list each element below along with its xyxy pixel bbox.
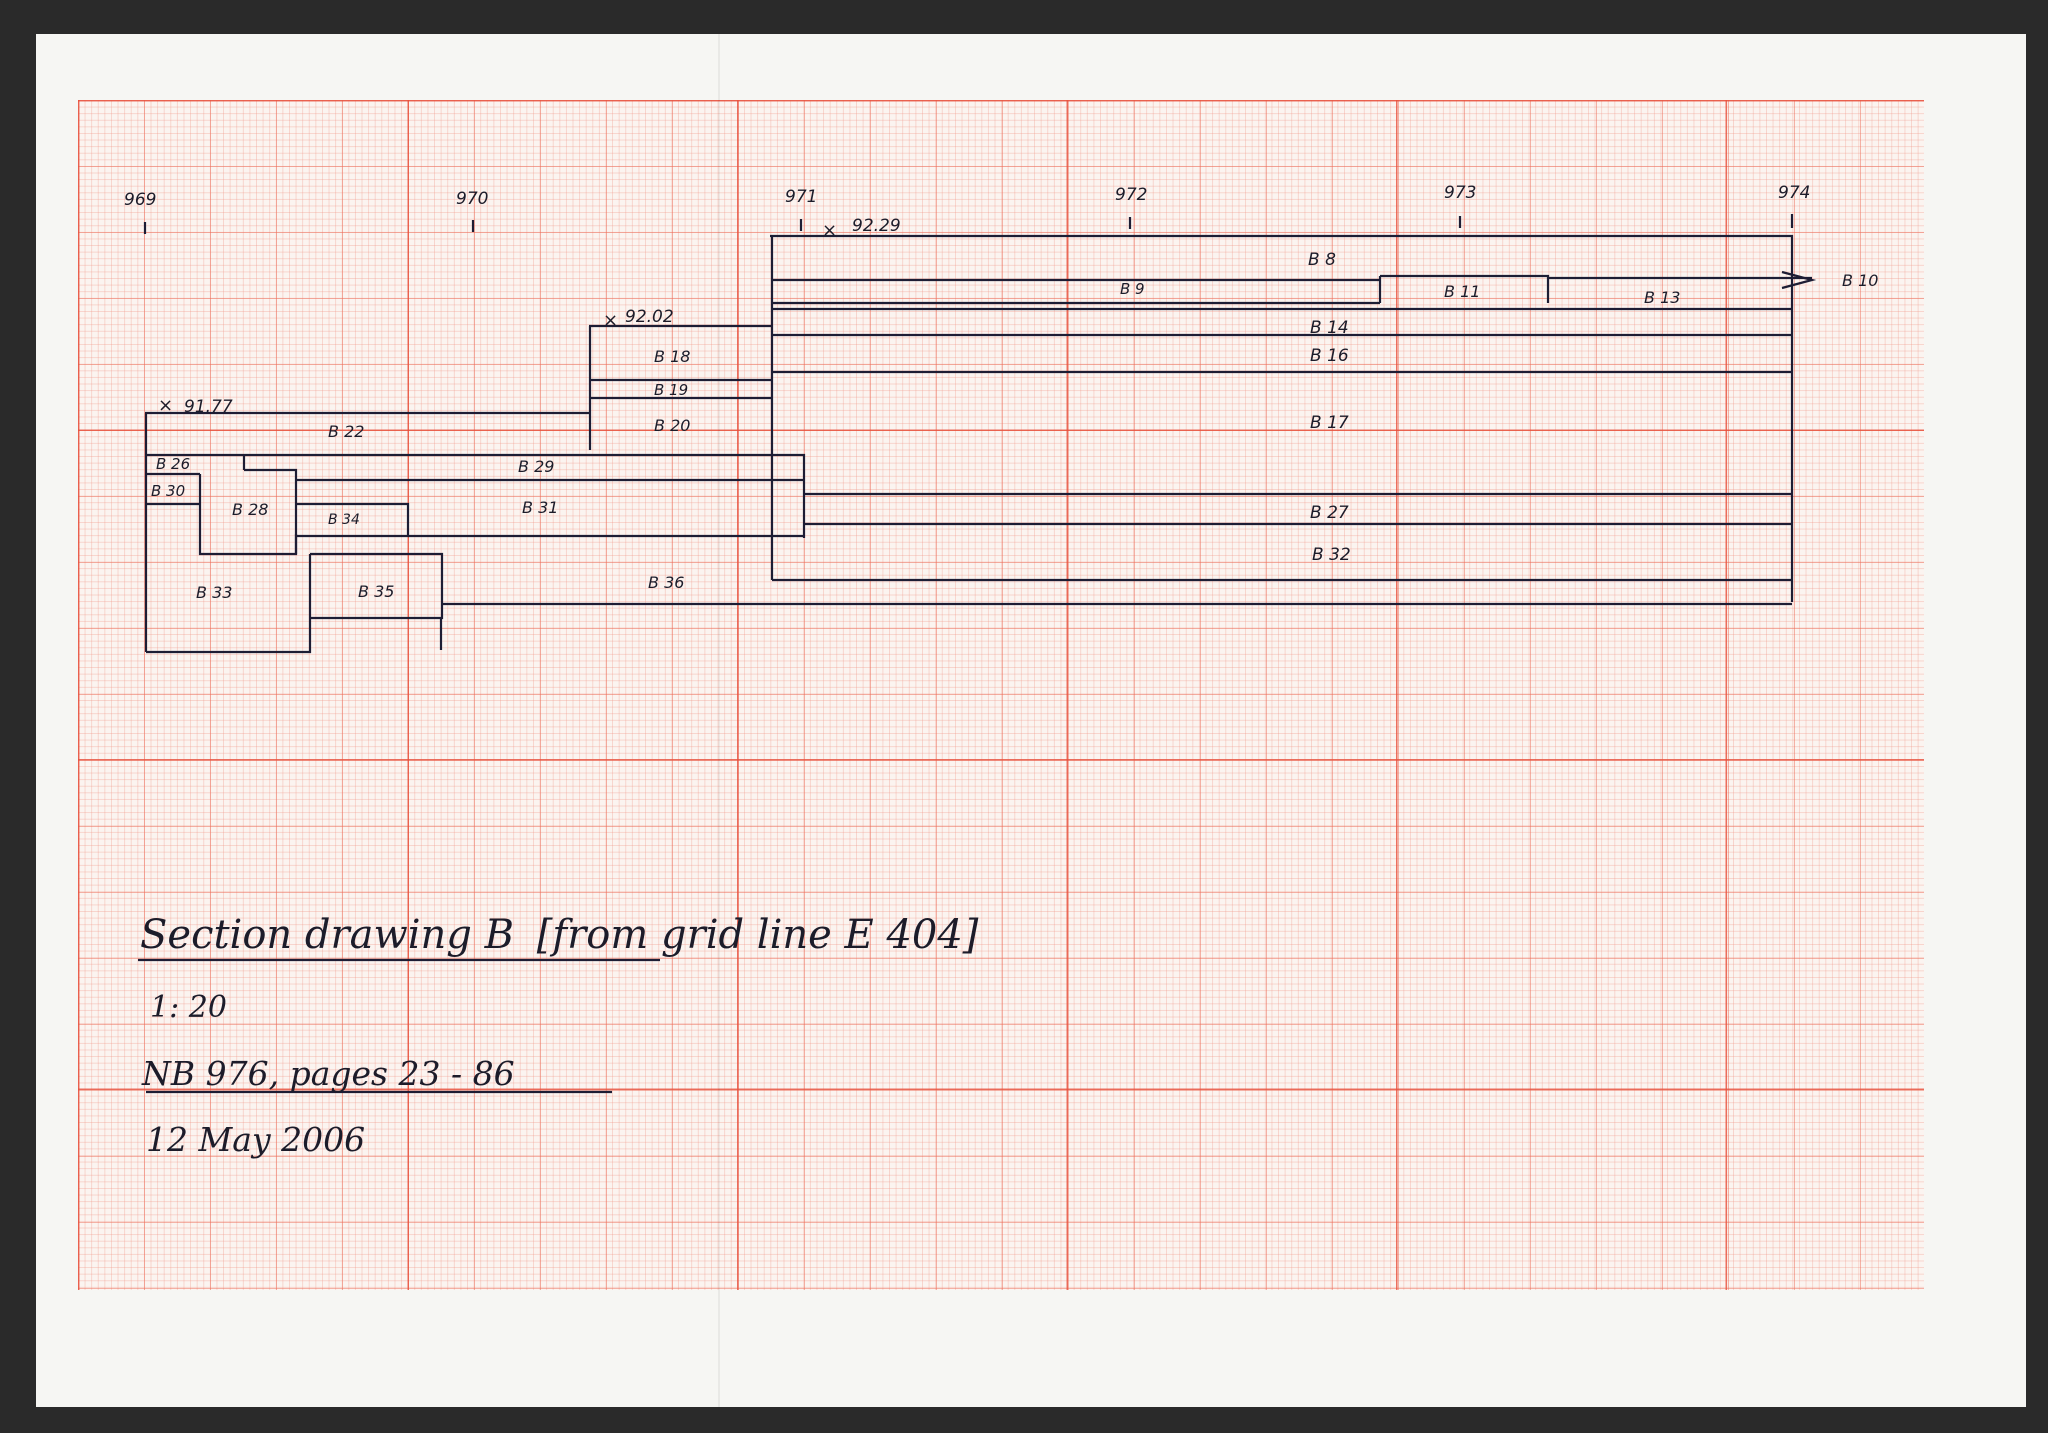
tick-label: 970	[456, 189, 488, 209]
layer-label-b30: B 30	[151, 482, 185, 500]
caption-underlines	[138, 958, 660, 1094]
layer-label-b31: B 31	[522, 498, 558, 517]
layer-label-b9: B 9	[1120, 280, 1145, 298]
layer-label-b27: B 27	[1310, 503, 1349, 523]
layer-label-b14: B 14	[1310, 318, 1349, 338]
axis-ticks	[143, 214, 1794, 234]
layer-label-b19: B 19	[654, 381, 688, 399]
layer-label-b33: B 33	[196, 583, 232, 602]
elevation-marker-label: 92.02	[625, 307, 674, 327]
elevation-marker-label: 92.29	[852, 216, 901, 236]
layer-label-b10: B 10	[1842, 271, 1878, 290]
caption-scale: 1: 20	[150, 990, 227, 1025]
layer-label-b20: B 20	[654, 416, 690, 435]
layer-label-b16: B 16	[1310, 346, 1349, 366]
layer-label-b29: B 29	[518, 457, 554, 476]
graph-paper-grid	[78, 100, 1924, 1290]
layer-label-b13: B 13	[1644, 288, 1680, 307]
caption-subtitle-text: [from grid line E 404]	[536, 912, 979, 958]
tick-label: 971	[785, 187, 817, 207]
axis-tick-labels: 969 970 971 972 973 974	[124, 183, 1810, 210]
elevation-marker-label: 91.77	[184, 397, 233, 417]
tick-label: 974	[1778, 183, 1810, 203]
layer-label-b18: B 18	[654, 347, 690, 366]
layer-label-b26: B 26	[156, 455, 190, 473]
layer-label-b34: B 34	[328, 512, 360, 528]
layer-label-b35: B 35	[358, 582, 394, 601]
marker-star: ×	[158, 395, 173, 416]
caption-date: 12 May 2006	[146, 1120, 366, 1159]
layer-label-b22: B 22	[328, 422, 364, 441]
caption-title-text: Section drawing B	[140, 912, 514, 958]
layer-label-b32: B 32	[1312, 545, 1351, 565]
marker-star: ×	[603, 310, 618, 331]
caption-title: Section drawing B [from grid line E 404]	[140, 912, 978, 958]
layer-label-b28: B 28	[232, 500, 268, 519]
layer-labels: B 8 B 9 B 11 B 13 B 10 B 14 B 16 B 17 B …	[151, 250, 1878, 602]
layer-label-b11: B 11	[1444, 282, 1480, 301]
layer-label-b17: B 17	[1310, 413, 1349, 433]
section-outlines	[144, 234, 1817, 654]
elevation-markers: × 92.29 × 92.02 × 91.77	[158, 216, 901, 417]
tick-label: 972	[1115, 185, 1147, 205]
layer-label-b36: B 36	[648, 573, 684, 592]
tick-label: 969	[124, 190, 156, 210]
paper-fold	[718, 34, 720, 1407]
caption-notebook: NB 976, pages 23 - 86	[142, 1054, 515, 1093]
layer-label-b8: B 8	[1308, 250, 1336, 270]
marker-star: ×	[822, 220, 837, 241]
tick-label: 973	[1444, 183, 1476, 203]
